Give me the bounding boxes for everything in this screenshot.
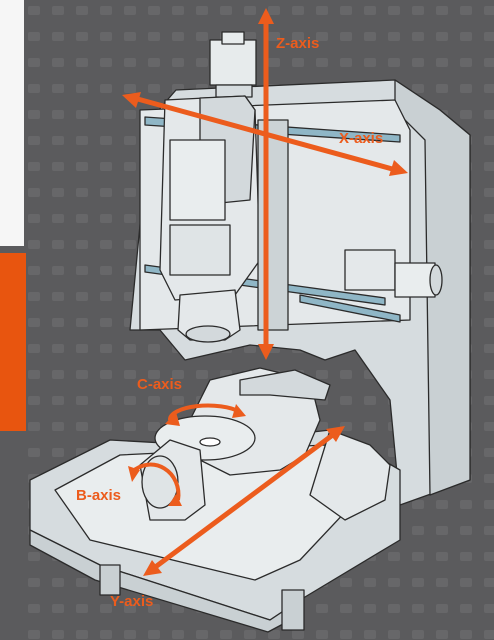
b-axis-rotation-arrow [130, 462, 181, 501]
accent-bar [0, 253, 26, 431]
z-axis-arrowhead-top [258, 8, 274, 24]
c-axis-label: C-axis [137, 376, 182, 393]
x-axis-label: X-axis [339, 130, 383, 147]
y-axis-arrow [152, 431, 336, 571]
axis-arrows [122, 8, 408, 576]
side-panel [0, 0, 24, 246]
c-axis-rotation-arrow [168, 403, 241, 421]
y-axis-arrowhead-right [326, 426, 345, 442]
x-axis-arrow [133, 95, 397, 173]
y-axis-arrowhead-left [143, 560, 162, 576]
b-axis-arrowhead-left [128, 466, 140, 482]
b-axis-label: B-axis [76, 487, 121, 504]
c-axis-arrowhead-right [232, 404, 246, 418]
z-axis-arrowhead-bottom [258, 344, 274, 360]
z-axis-label: Z-axis [276, 35, 319, 52]
y-axis-label: Y-axis [110, 593, 153, 610]
x-axis-arrowhead-right [389, 160, 408, 176]
x-axis-arrowhead-left [122, 92, 141, 108]
c-axis-arrowhead-left [165, 412, 180, 426]
b-axis-arrowhead-right [168, 494, 182, 506]
